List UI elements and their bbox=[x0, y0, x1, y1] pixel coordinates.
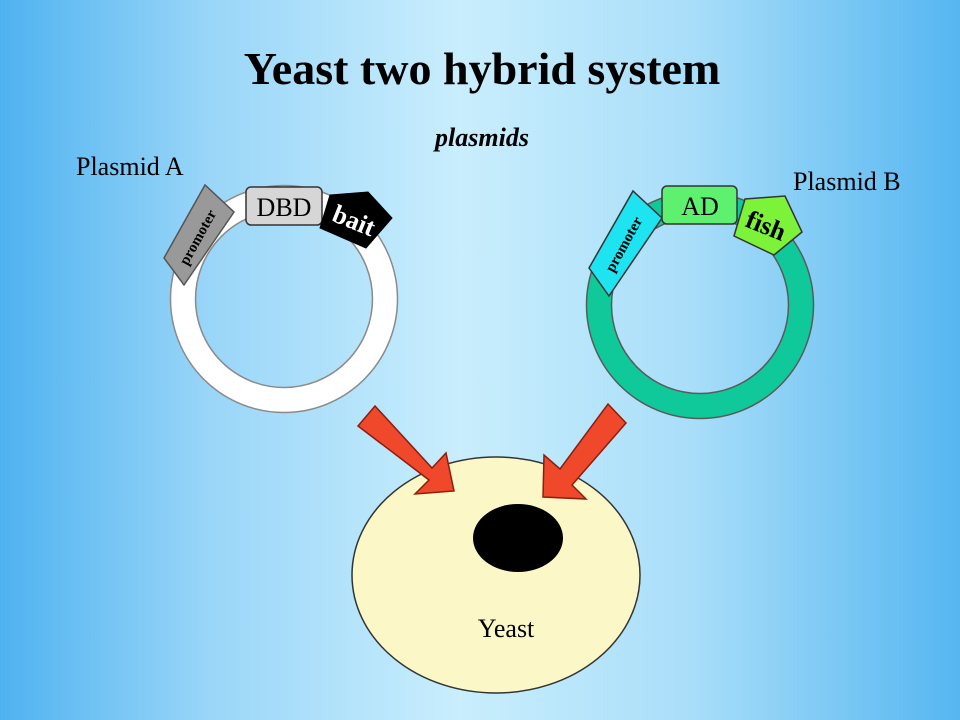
plasmid-a-label: Plasmid A bbox=[76, 152, 184, 181]
yeast-label: Yeast bbox=[478, 614, 535, 643]
dbd-box bbox=[245, 186, 323, 226]
arrow-left-icon bbox=[356, 404, 455, 495]
plasmid-b-label: Plasmid B bbox=[793, 167, 901, 196]
ad-box bbox=[661, 185, 738, 225]
dbd-label: DBD bbox=[257, 193, 312, 222]
bait-shape bbox=[319, 191, 393, 249]
slide-title: Yeast two hybrid system bbox=[244, 43, 721, 94]
yeast-nucleus bbox=[473, 504, 563, 572]
yeast-cell bbox=[351, 456, 641, 694]
plasmids-subtitle: plasmids bbox=[433, 123, 529, 152]
promoter-a-block bbox=[163, 183, 235, 287]
ad-label: AD bbox=[681, 192, 719, 221]
arrow-right-icon bbox=[542, 402, 628, 500]
fish-shape bbox=[733, 195, 803, 256]
plasmid-a-ring-outline-outer bbox=[169, 184, 399, 414]
